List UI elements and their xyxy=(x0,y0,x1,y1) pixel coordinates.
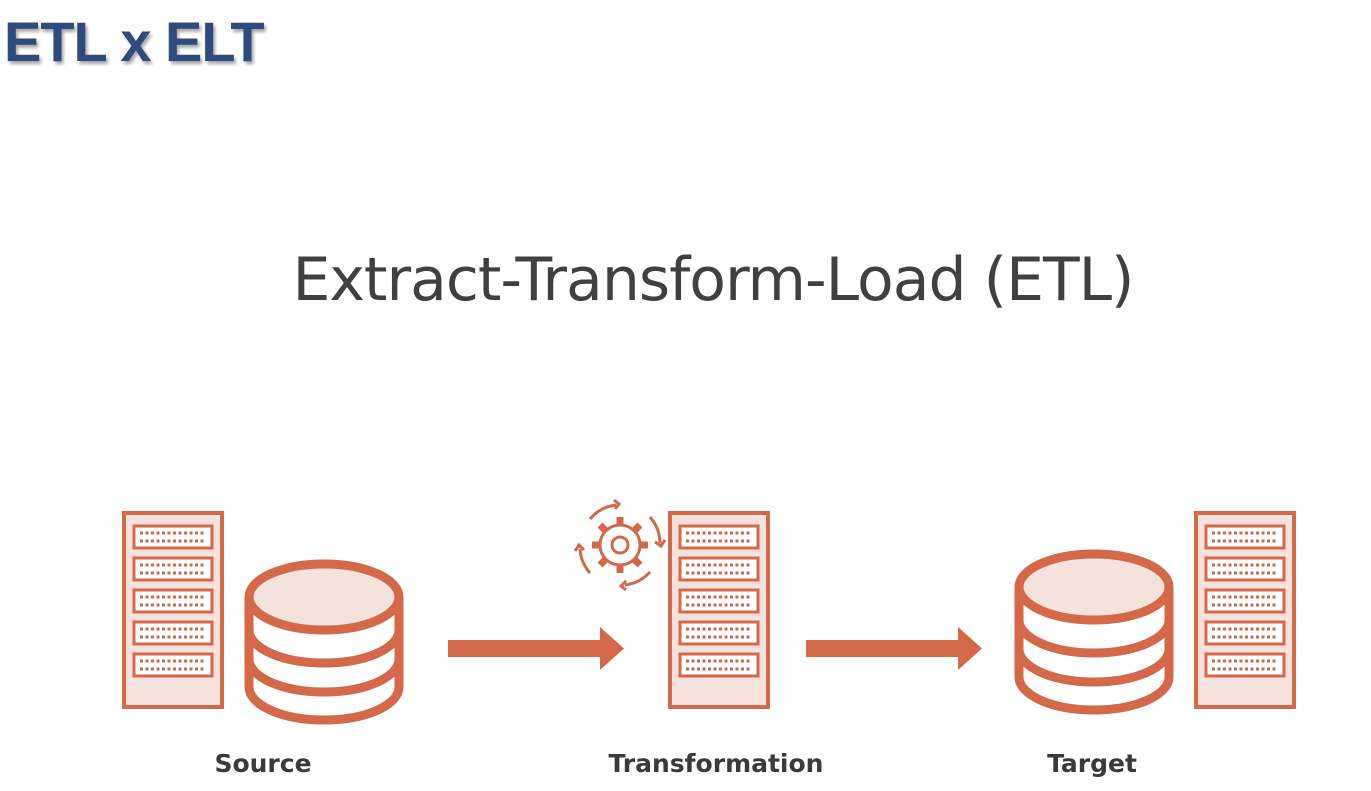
gear-cycle-icon xyxy=(575,500,665,590)
target-database-icon xyxy=(1019,554,1169,710)
slide-title: Extract-Transform-Load (ETL) xyxy=(292,245,1135,315)
arrow-right-icon xyxy=(806,627,982,670)
source-server-icon xyxy=(124,513,222,707)
arrow-right-icon xyxy=(448,627,624,670)
source-database-icon xyxy=(249,564,399,720)
source-label: Source xyxy=(214,749,312,778)
transformation-label: Transformation xyxy=(608,749,824,778)
target-server-icon xyxy=(1196,513,1294,707)
header-title: ETL x ELT xyxy=(4,10,265,73)
transformation-server-icon xyxy=(670,513,768,707)
target-label: Target xyxy=(1047,749,1137,778)
